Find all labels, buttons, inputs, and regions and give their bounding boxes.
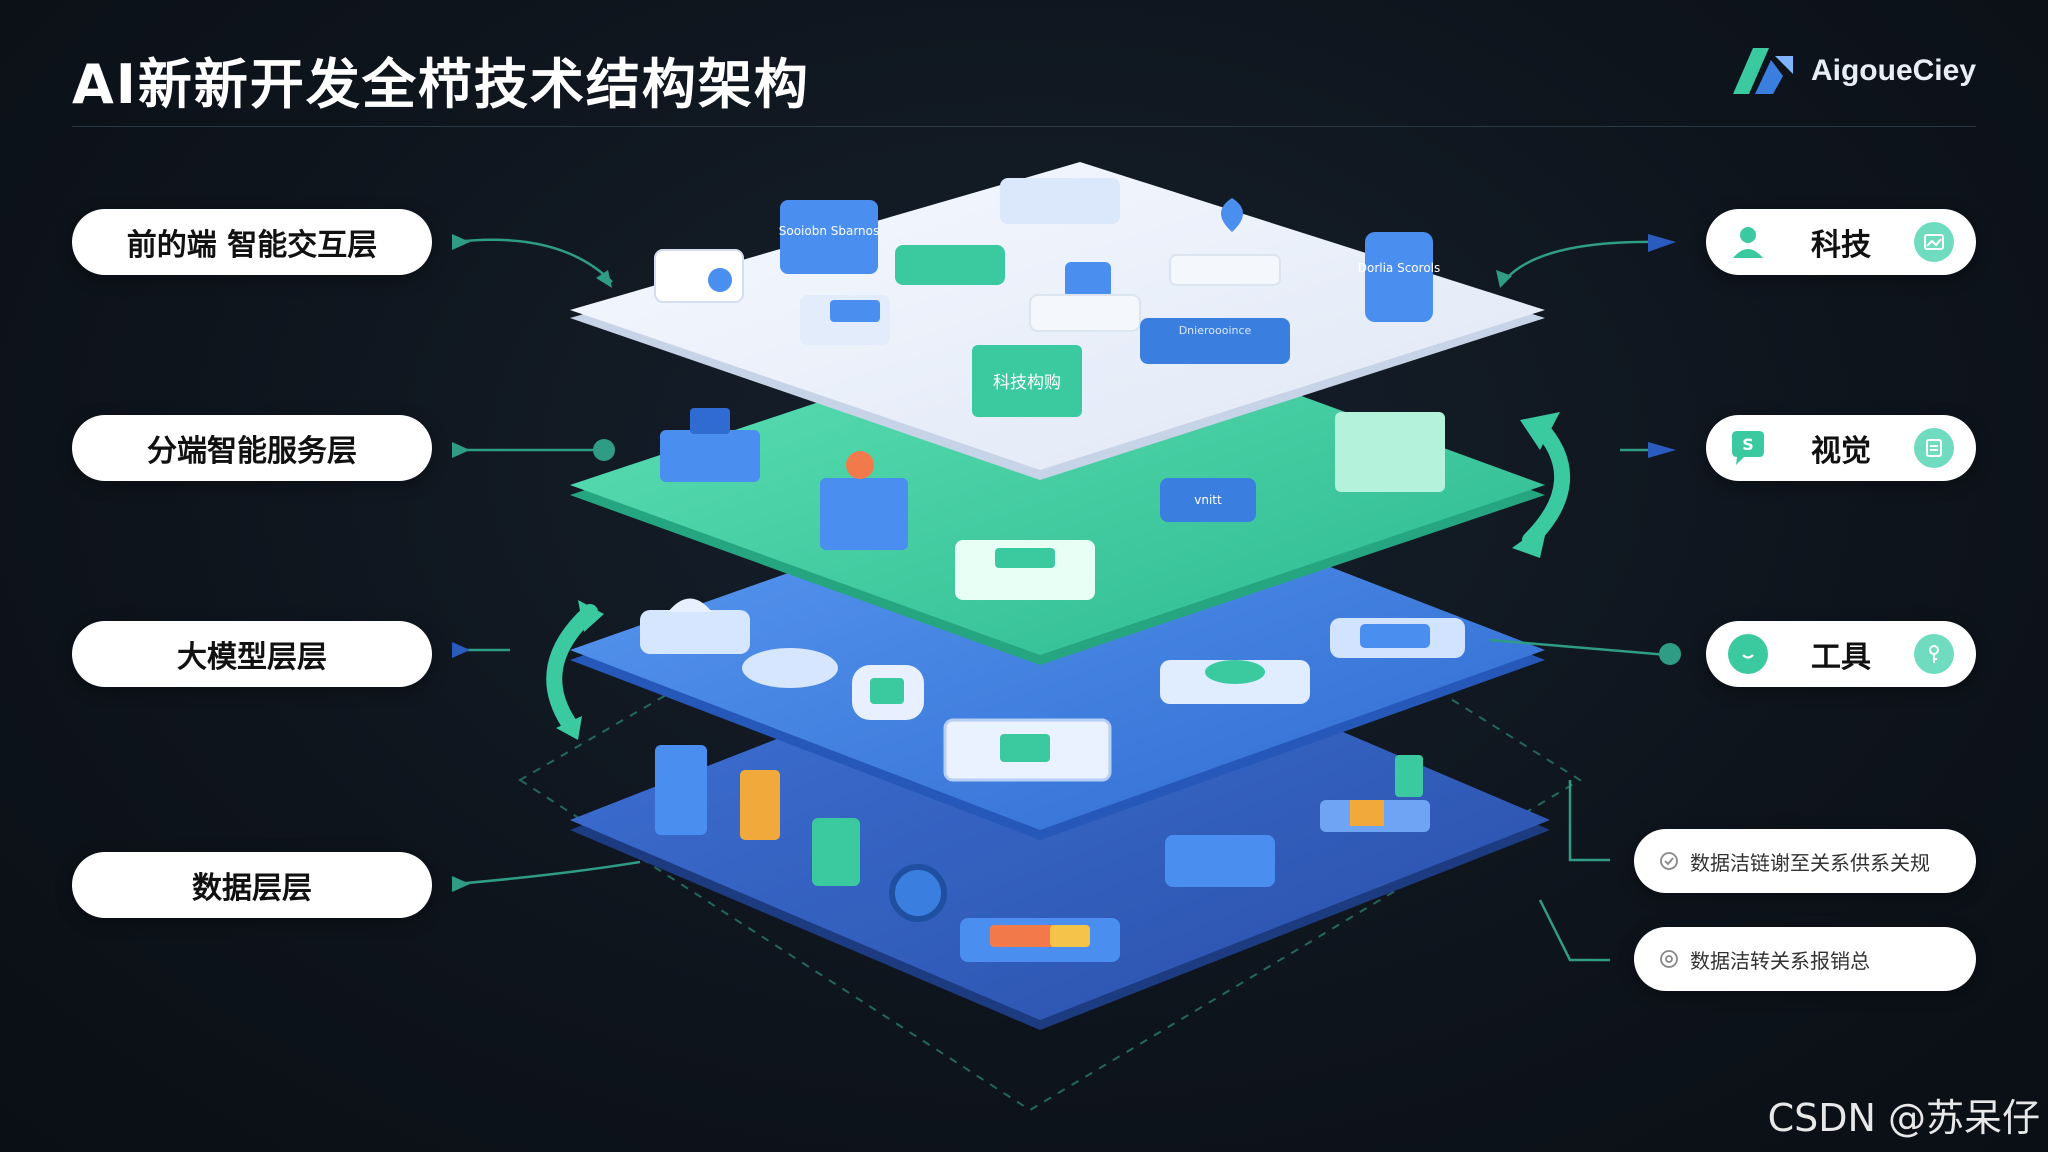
platform-card: [1140, 318, 1290, 364]
service-card-text: Sooiobn Sbarnos: [779, 224, 880, 238]
layer-label-data: 数据层层: [192, 871, 312, 906]
feature-pill-vision[interactable]: S 视觉: [1706, 415, 1976, 481]
user-icon: [1733, 227, 1763, 258]
keyboard-pad-icon: [1000, 178, 1120, 224]
feature-label-tech: 科技: [1811, 228, 1871, 263]
center-badge-text: 科技构购: [993, 373, 1061, 393]
center-badge: [972, 345, 1082, 417]
note-text-1: 数据洁链谢至关系供系关规: [1690, 850, 1930, 875]
model-box-text: vnitt: [1194, 493, 1222, 507]
calculator-icon: [1395, 755, 1423, 797]
feature-label-vision: 视觉: [1811, 434, 1871, 469]
brand-logo: AigoueCiey: [1731, 46, 1976, 96]
title-divider: [72, 126, 1976, 127]
layer-label-frontend: 前的端 智能交互层: [126, 228, 378, 263]
green-pad-icon: [895, 245, 1005, 285]
connectors-right: [1489, 240, 1669, 962]
right-card-text: Dorlia Scorols: [1358, 261, 1441, 275]
connector-dot-1: [593, 439, 615, 461]
device-phone-icon: [655, 745, 707, 835]
brand-name: AigoueCiey: [1810, 54, 1976, 87]
note-text-2: 数据洁转关系报销总: [1690, 948, 1870, 973]
arrow-head-2: [1496, 270, 1512, 288]
layer-label-service: 分端智能服务层: [147, 434, 357, 469]
brand-mark-icon: [1732, 48, 1793, 94]
feature-pill-tech[interactable]: 科技: [1706, 209, 1976, 275]
connector-tip-1: [452, 234, 470, 250]
layer-pill-frontend[interactable]: 前的端 智能交互层: [72, 209, 432, 275]
lens-icon: [742, 648, 838, 688]
feature-pill-tools[interactable]: 工具: [1706, 621, 1976, 687]
layer-pill-model[interactable]: 大模型层层: [72, 621, 432, 687]
frontend-layer-plate: Sooiobn Sbarnos Dorlia Scorols Dnieroooi…: [570, 162, 1545, 480]
layer-label-model: 大模型层层: [177, 640, 327, 675]
key-icon: [1914, 634, 1954, 674]
watermark: CSDN @苏呆仔: [1767, 1096, 2040, 1140]
service-layer-plate: vnitt: [570, 315, 1545, 665]
device-mobile-icon: [812, 818, 860, 886]
cycle-arrow-left-icon: [546, 600, 604, 740]
stack-blue-icon: [660, 430, 760, 482]
robot-block-icon: [640, 610, 750, 654]
target-circle-icon: [1660, 950, 1678, 968]
device-tablet-icon: [740, 770, 780, 840]
image-icon: [1914, 222, 1954, 262]
svg-text:S: S: [1742, 435, 1754, 454]
connector-dot-2: [1659, 643, 1681, 665]
right-card: [1365, 232, 1433, 322]
doc-icon: [1914, 428, 1954, 468]
disk-icon: [889, 864, 947, 922]
note-item-2[interactable]: 数据洁转关系报销总: [1634, 927, 1976, 991]
cycle-arrow-right-icon: [1512, 412, 1571, 558]
arrow-head-1: [596, 270, 612, 288]
chat-icon: S: [1732, 431, 1764, 465]
page-title: AI新新开发全栉技术结构架构: [72, 53, 810, 116]
note-item-1[interactable]: 数据洁链谢至关系供系关规: [1634, 829, 1976, 893]
feature-label-tools: 工具: [1811, 640, 1871, 675]
dashed-footprint: [518, 458, 1582, 1112]
check-circle-icon: [1660, 852, 1678, 870]
connector-tip-6: [1648, 442, 1676, 458]
service-box-icon: [1160, 478, 1256, 522]
layer-pill-service[interactable]: 分端智能服务层: [72, 415, 432, 481]
smile-icon: [1728, 634, 1768, 674]
connectors-left: [454, 238, 641, 886]
monitor-icon: [1065, 262, 1111, 298]
db-stack-icon: [820, 478, 908, 550]
connector-tip-4: [452, 876, 470, 892]
server-stack-icon: [1335, 412, 1445, 492]
server-rack-icon: [1165, 835, 1275, 887]
connector-tip-3: [452, 642, 470, 658]
layer-pill-data[interactable]: 数据层层: [72, 852, 432, 918]
connector-tip-2: [452, 442, 470, 458]
platform-card-text: Dnieroooince: [1179, 324, 1252, 337]
connector-tip-5: [1648, 234, 1676, 252]
location-pin-icon: [1221, 198, 1243, 232]
doc-tray-icon: [955, 540, 1095, 600]
service-card: [780, 200, 878, 274]
